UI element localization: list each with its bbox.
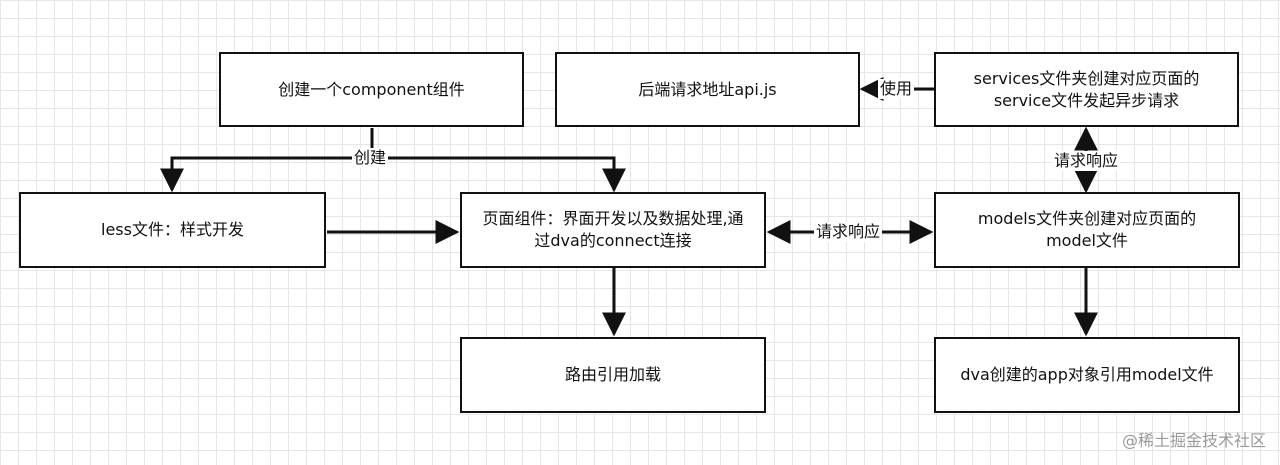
node-backend-api: 后端请求地址api.js: [555, 52, 860, 127]
node-create-component: 创建一个component组件: [219, 52, 524, 127]
node-dva-app-label: dva创建的app对象引用model文件: [960, 365, 1214, 384]
node-route-load-label: 路由引用加载: [564, 365, 661, 384]
node-create-component-label: 创建一个component组件: [278, 79, 465, 99]
node-less-file-label: less文件：样式开发: [101, 220, 244, 239]
node-services-folder: services文件夹创建对应页面的service文件发起异步请求: [934, 52, 1239, 127]
node-less-file: less文件：样式开发: [19, 192, 326, 268]
node-route-load: 路由引用加载: [460, 337, 766, 413]
node-page-component: 页面组件：界面开发以及数据处理,通过dva的connect连接: [460, 192, 766, 268]
watermark-text: @稀土掘金技术社区: [1121, 431, 1266, 450]
node-dva-app: dva创建的app对象引用model文件: [934, 337, 1240, 413]
edge-component-to-page: [372, 156, 626, 193]
node-models-folder: models文件夹创建对应页面的model文件: [934, 192, 1240, 268]
edge-label-request-response-vertical: 请求响应: [1052, 151, 1121, 171]
edge-label-create: 创建: [352, 148, 389, 168]
edge-component-to-less: [160, 128, 374, 193]
node-models-folder-label: models文件夹创建对应页面的model文件: [977, 209, 1197, 250]
node-services-folder-label: services文件夹创建对应页面的service文件发起异步请求: [973, 68, 1200, 110]
edge-label-use: 使用: [878, 79, 915, 99]
node-page-component-label: 页面组件：界面开发以及数据处理,通过dva的connect连接: [482, 209, 744, 250]
edge-label-request-response-horizontal: 请求响应: [814, 222, 883, 242]
node-backend-api-label: 后端请求地址api.js: [638, 79, 777, 99]
